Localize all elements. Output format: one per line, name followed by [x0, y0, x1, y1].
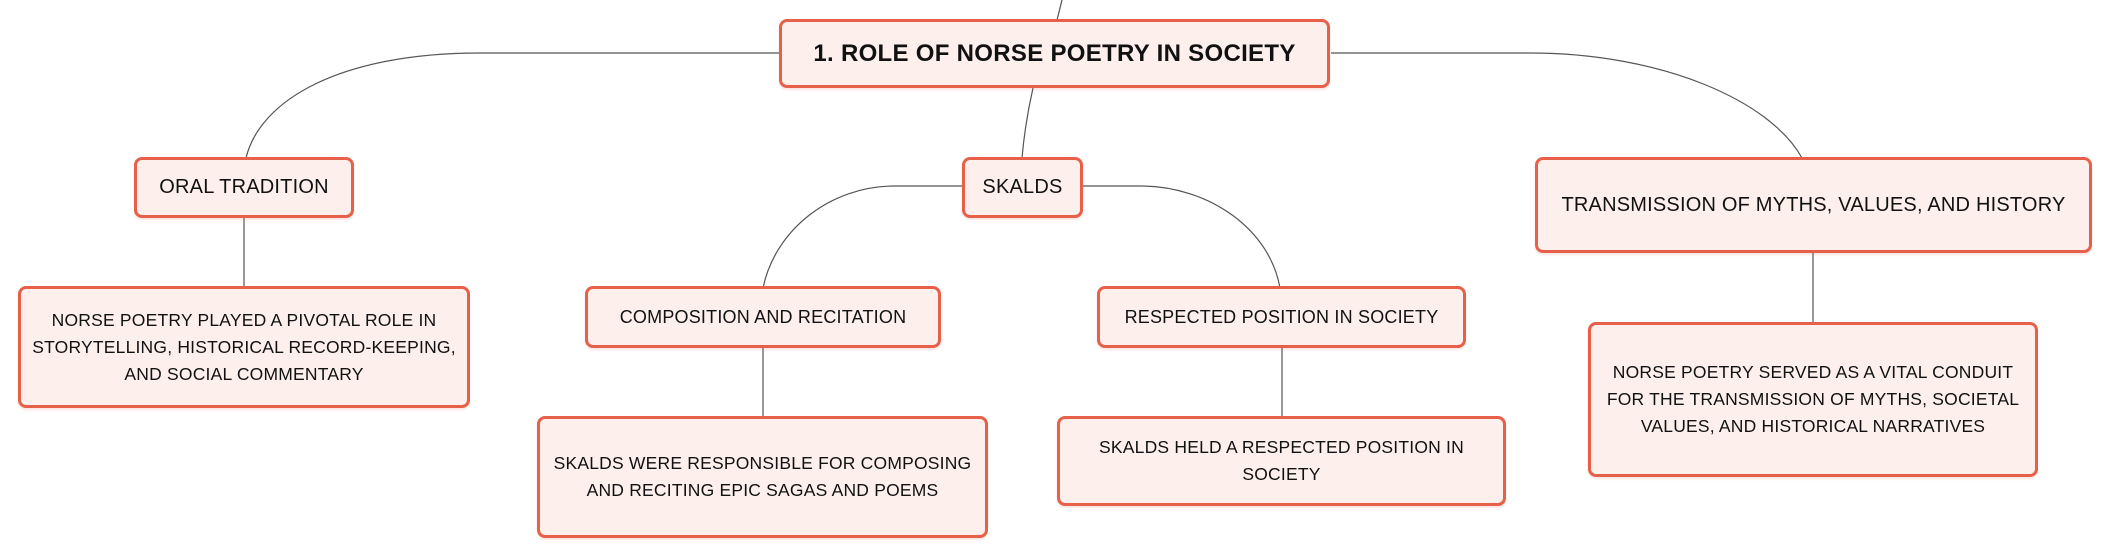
composition-detail-text: SKALDS WERE RESPONSIBLE FOR COMPOSING AN…: [553, 453, 972, 500]
respected-position-node[interactable]: RESPECTED POSITION IN SOCIETY: [1097, 286, 1466, 348]
oral-tradition-label: ORAL TRADITION: [159, 176, 329, 198]
oral-tradition-detail-text: NORSE POETRY PLAYED A PIVOTAL ROLE IN ST…: [32, 309, 456, 384]
skalds-label: SKALDS: [982, 176, 1063, 198]
composition-label: COMPOSITION AND RECITATION: [619, 306, 907, 327]
skalds-node[interactable]: SKALDS: [962, 157, 1083, 218]
respected-position-label: RESPECTED POSITION IN SOCIETY: [1124, 306, 1439, 327]
root-node[interactable]: 1. ROLE OF NORSE POETRY IN SOCIETY: [779, 19, 1330, 88]
oral-tradition-node[interactable]: ORAL TRADITION: [134, 157, 354, 218]
root-node-label: 1. ROLE OF NORSE POETRY IN SOCIETY: [813, 39, 1296, 67]
connector-skalds-composition: [762, 185, 965, 289]
oral-tradition-detail-node[interactable]: NORSE POETRY PLAYED A PIVOTAL ROLE IN ST…: [18, 286, 470, 408]
connector-root-oral: [245, 52, 781, 159]
respected-position-detail-text: SKALDS HELD A RESPECTED POSITION IN SOCI…: [1099, 437, 1464, 484]
connector-incoming-root: [1056, 0, 1063, 21]
connector-root-transmission: [1331, 52, 1803, 159]
composition-node[interactable]: COMPOSITION AND RECITATION: [585, 286, 941, 348]
composition-detail-node[interactable]: SKALDS WERE RESPONSIBLE FOR COMPOSING AN…: [537, 416, 988, 538]
transmission-detail-node[interactable]: NORSE POETRY SERVED AS A VITAL CONDUIT F…: [1588, 322, 2038, 477]
transmission-detail-text: NORSE POETRY SERVED AS A VITAL CONDUIT F…: [1606, 362, 2020, 436]
respected-position-detail-node[interactable]: SKALDS HELD A RESPECTED POSITION IN SOCI…: [1057, 416, 1506, 506]
connector-skalds-respected: [1080, 185, 1281, 289]
transmission-node[interactable]: TRANSMISSION OF MYTHS, VALUES, AND HISTO…: [1535, 157, 2092, 253]
transmission-label: TRANSMISSION OF MYTHS, VALUES, AND HISTO…: [1561, 193, 2066, 216]
connector-root-skalds: [1021, 87, 1034, 159]
